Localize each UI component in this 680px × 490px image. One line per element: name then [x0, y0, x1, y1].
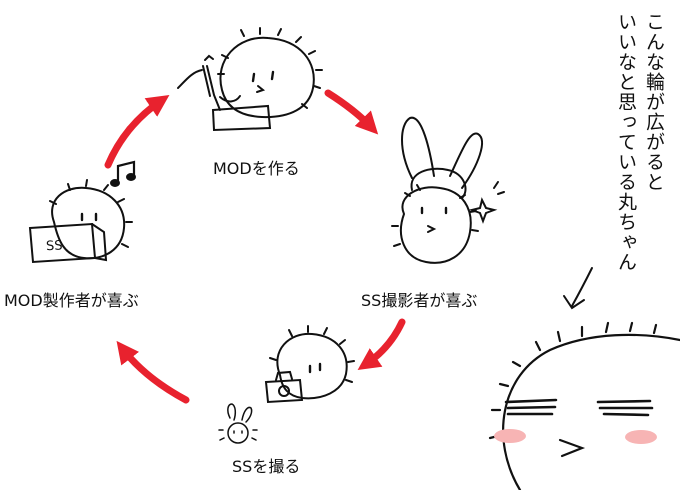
blush-right: [625, 430, 657, 444]
label-make-mod: MODを作る: [213, 159, 300, 178]
pen-cable: [177, 69, 203, 89]
character-mod-creator: [28, 160, 136, 264]
sparkle-icon: [468, 197, 498, 224]
arrow-bottom-left: [116, 340, 190, 404]
mini-bunny-doodle: [218, 403, 258, 444]
laptop-screen-text: SS: [46, 238, 63, 254]
label-mod-creator-happy: MOD製作者が喜ぶ: [4, 291, 139, 310]
pointer-arrow: [563, 267, 593, 310]
camera-icon: [264, 378, 304, 404]
character-maru-chan: [488, 321, 680, 490]
character-making-mod: [177, 27, 323, 132]
arrow-top-right: [324, 89, 379, 135]
label-take-ss: SSを撮る: [232, 457, 301, 476]
caption-line-2: いいなと思っている丸ちゃん: [615, 12, 637, 272]
label-ss-shooter-happy: SS撮影者が喜ぶ: [361, 291, 478, 310]
laptop-icon: [28, 222, 97, 264]
caption-line-1: こんな輪が広がると: [643, 12, 665, 192]
blush-left: [494, 429, 526, 443]
arrow-right-down: [357, 318, 406, 371]
character-taking-ss: [264, 325, 355, 404]
cycle-arrows: [104, 89, 406, 404]
arrow-left-up: [104, 94, 170, 169]
music-note-icon: [116, 160, 136, 184]
character-ss-shooter: [391, 116, 505, 264]
